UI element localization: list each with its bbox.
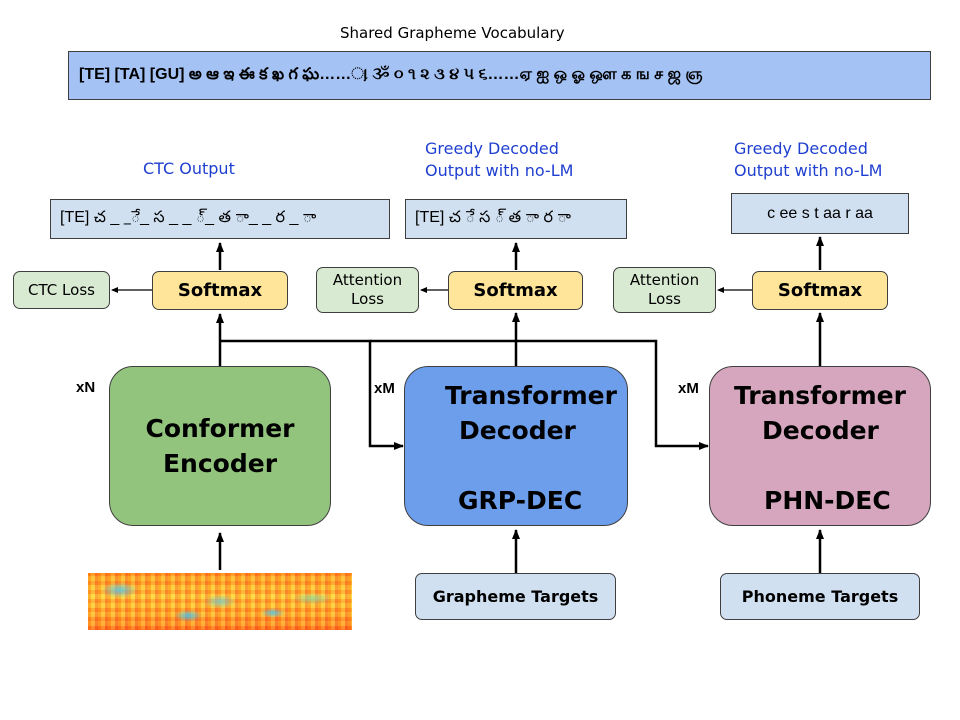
softmax-grp-label: Softmax [473,280,558,301]
phn-repeat-label: xM [678,380,699,397]
spectrogram-image [88,573,352,630]
grp-transformer-decoder: Transformer Decoder GRP-DEC [404,366,628,526]
vocab-box: [TE] [TA] [GU] అ ఆ ఇ ఈ క ఖ గ ఘ……ા઼ ૐ ૦ ૧… [68,51,931,100]
vocab-title: Shared Grapheme Vocabulary [340,24,565,42]
phn-loss-line1: Attention [629,271,700,289]
phn-attention-loss-box: Attention Loss [613,267,716,313]
phn-loss-line2: Loss [648,290,681,308]
encoder-line2: Encoder [162,449,278,478]
ctc-loss-label: CTC Loss [28,281,95,299]
phn-output-caption: Greedy Decoded Output with no-LM [734,138,882,182]
grp-caption-line1: Greedy Decoded [425,139,559,158]
grp-block-line1: Transformer [445,381,617,410]
grp-repeat-label: xM [374,380,395,397]
encoder-line1: Conformer [145,414,295,443]
grp-output-text: [TE] చ ే స ్ త ా ర ా [415,209,571,226]
phn-transformer-decoder: Transformer Decoder PHN-DEC [709,366,931,526]
phoneme-targets: Phoneme Targets [720,573,920,620]
grp-loss-line2: Loss [351,290,384,308]
softmax-ctc-label: Softmax [177,280,263,301]
phn-block-line1: Transformer [734,381,906,410]
grp-loss-line1: Attention [332,271,403,289]
phn-caption-line1: Greedy Decoded [734,139,868,158]
grp-output-caption: Greedy Decoded Output with no-LM [425,138,573,182]
phoneme-targets-label: Phoneme Targets [741,587,899,606]
grp-attention-loss-box: Attention Loss [316,267,419,313]
grp-block-line3: GRP-DEC [458,486,583,515]
ctc-output-text: [TE] చ _ _ే_ స _ _ ్_ త ా_ _ ర _ ా [60,209,317,226]
grp-output-box: [TE] చ ే స ్ త ా ర ా [405,199,627,239]
softmax-phn: Softmax [752,271,888,310]
conformer-encoder: Conformer Encoder [109,366,331,526]
softmax-ctc: Softmax [152,271,288,310]
phn-output-box: c ee s t aa r aa [731,193,909,234]
phn-caption-line2: Output with no-LM [734,161,883,180]
grapheme-targets: Grapheme Targets [415,573,616,620]
encoder-repeat-label: xN [76,379,96,396]
softmax-phn-label: Softmax [777,280,863,301]
grp-block-line2: Decoder [459,416,576,445]
phn-output-text: c ee s t aa r aa [767,204,873,222]
ctc-loss-box: CTC Loss [13,271,110,309]
phn-block-line3: PHN-DEC [764,486,891,515]
grp-caption-line2: Output with no-LM [425,161,574,180]
vocab-content: [TE] [TA] [GU] అ ఆ ఇ ఈ క ఖ గ ఘ……ા઼ ૐ ૦ ૧… [79,65,703,83]
grapheme-targets-label: Grapheme Targets [432,587,599,606]
ctc-output-caption: CTC Output [143,159,235,178]
phn-block-line2: Decoder [762,416,879,445]
softmax-grp: Softmax [448,271,583,310]
ctc-output-box: [TE] చ _ _ే_ స _ _ ్_ త ా_ _ ర _ ా [50,199,390,239]
